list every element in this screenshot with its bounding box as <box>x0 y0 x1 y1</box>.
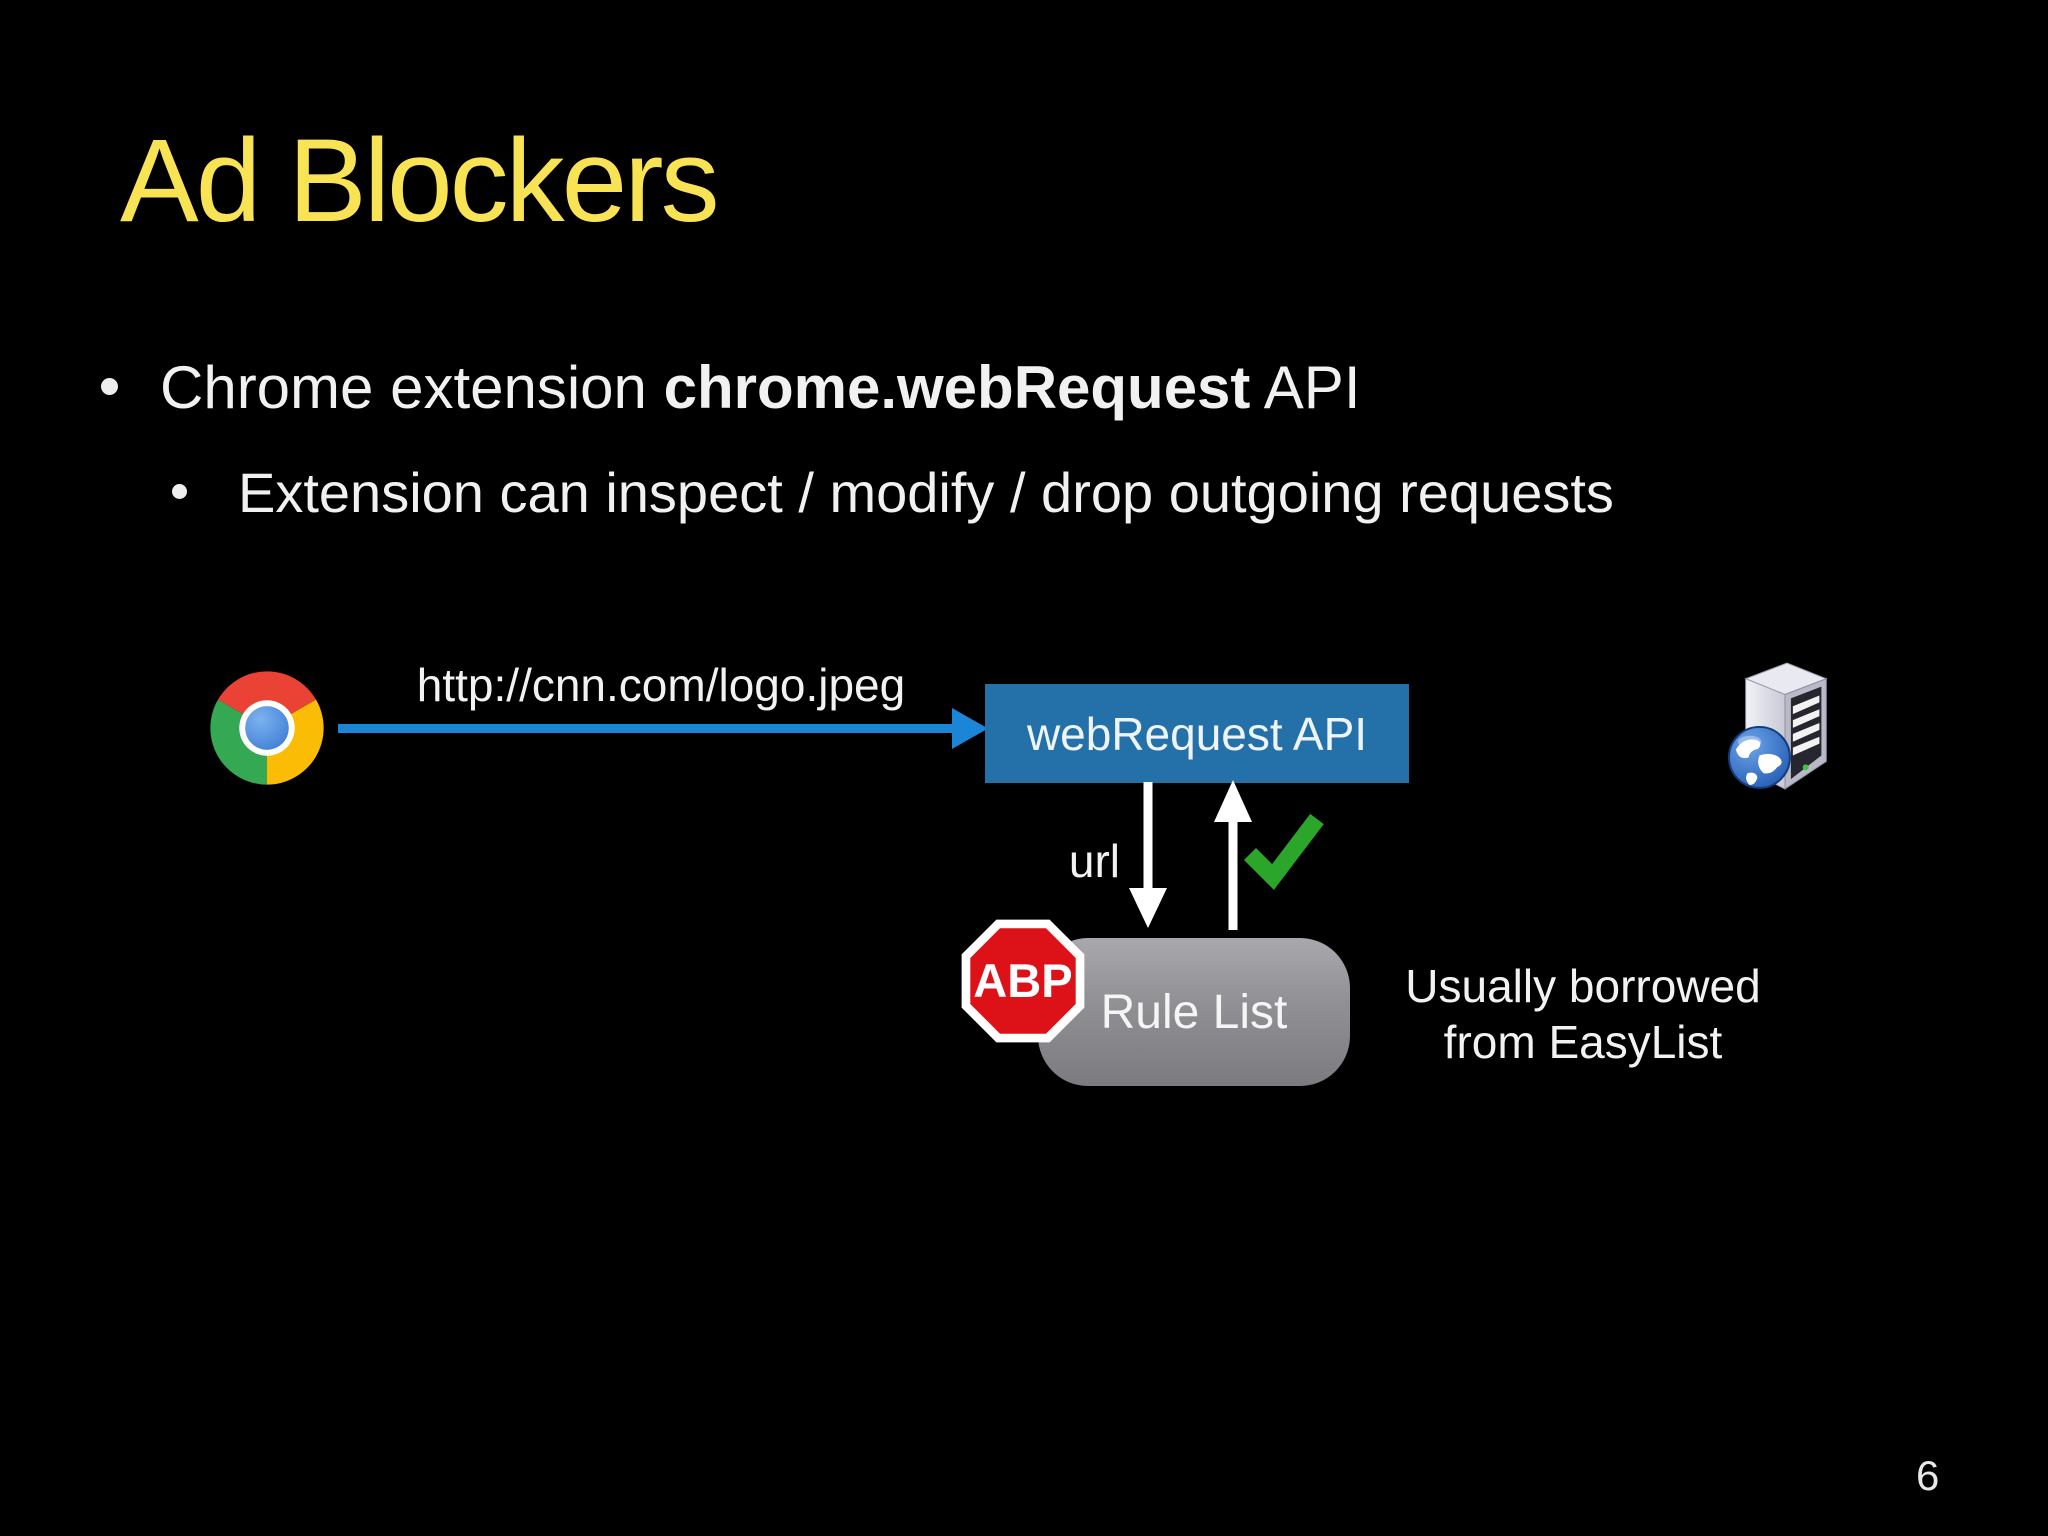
request-url-label: http://cnn.com/logo.jpeg <box>416 659 906 711</box>
bullet-dot <box>172 484 187 499</box>
url-down-arrow <box>1129 782 1167 928</box>
request-arrow <box>338 708 988 749</box>
bullet-level2: Extension can inspect / modify / drop ou… <box>238 461 1614 524</box>
rule-list-label: Rule List <box>1100 985 1288 1039</box>
slide-title: Ad Blockers <box>120 115 720 247</box>
webrequest-api-label: webRequest API <box>1026 707 1368 760</box>
bullet-level1-post: API <box>1250 354 1361 421</box>
bullet-level1-bold: chrome.webRequest <box>663 354 1251 421</box>
bullet-level1-pre: Chrome extension <box>160 354 664 421</box>
rule-list-box: Rule List <box>1038 938 1350 1086</box>
allow-up-arrow <box>1214 780 1252 930</box>
bullet-level1: Chrome extension chrome.webRequest API <box>160 352 1361 424</box>
easylist-note: Usually borrowed from EasyList <box>1388 958 1778 1070</box>
web-server-icon <box>1727 662 1828 790</box>
abp-stop-sign-icon: ABP <box>961 919 1085 1043</box>
url-label: url <box>1068 835 1120 887</box>
easylist-note-line1: Usually borrowed <box>1405 960 1761 1012</box>
page-number: 6 <box>1916 1452 1940 1499</box>
green-check-icon <box>1243 813 1324 890</box>
chrome-browser-icon <box>210 671 324 785</box>
abp-label: ABP <box>973 954 1072 1007</box>
easylist-note-line2: from EasyList <box>1443 1016 1723 1068</box>
webrequest-api-box: webRequest API <box>985 684 1409 783</box>
bullet-dot <box>101 378 118 395</box>
